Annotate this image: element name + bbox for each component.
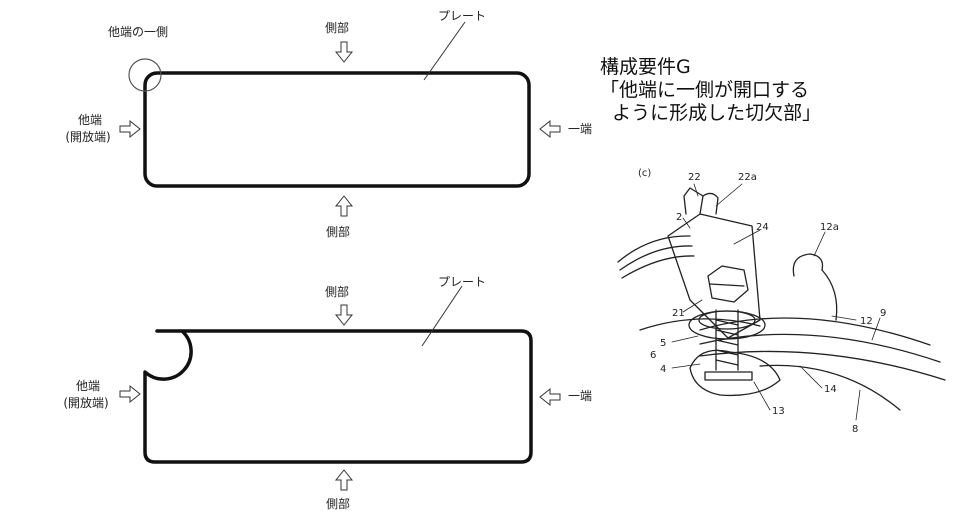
- bottom-plate-outline: [143, 329, 533, 464]
- bottom-side-bottom-label: 側部: [326, 497, 351, 511]
- top-plate-outline: [143, 71, 531, 188]
- bottom-open-end-label: (開放端): [63, 396, 109, 410]
- top-side-top-arrow: [334, 41, 354, 63]
- bottom-one-end-arrow: [539, 387, 561, 407]
- requirement-line-1: 構成要件G: [600, 56, 691, 78]
- top-open-end-label: (開放端): [65, 130, 111, 144]
- bottom-side-bottom-arrow: [334, 469, 354, 491]
- requirement-line-3: ように形成した切欠部」: [600, 102, 822, 124]
- bottom-other-end-label: 他端: [75, 379, 100, 393]
- corner-highlight-circle: [128, 58, 162, 92]
- bottom-side-top-label: 側部: [325, 285, 350, 299]
- bottom-plate-label: プレート: [438, 275, 487, 289]
- top-plate-label: プレート: [438, 9, 487, 23]
- top-one-end-arrow: [539, 119, 561, 139]
- requirement-title: 構成要件G 「他端に一側が開口する ように形成した切欠部」: [600, 56, 821, 125]
- top-other-end-arrow: [119, 119, 141, 139]
- fig-label-12a: 12a: [820, 222, 839, 233]
- bottom-other-end-arrow: [119, 384, 141, 404]
- bottom-one-end-label: 一端: [568, 389, 593, 403]
- top-one-end-label: 一端: [568, 122, 593, 136]
- fig-label-4: 4: [660, 364, 666, 375]
- fig-label-9: 9: [880, 308, 886, 319]
- bottom-plate-leader: [421, 285, 463, 347]
- fig-label-22a: 22a: [738, 172, 757, 183]
- top-other-end-label: 他端: [77, 113, 102, 127]
- top-plate-leader: [423, 21, 466, 81]
- fig-label-6: 6: [650, 350, 656, 361]
- fig-label-14: 14: [824, 384, 837, 395]
- fig-label-24: 24: [756, 222, 769, 233]
- clamp-assembly-figure: [617, 183, 946, 421]
- fig-label-5: 5: [660, 338, 666, 349]
- fig-label-12: 12: [860, 316, 873, 327]
- top-corner-label: 他端の一側: [108, 25, 169, 39]
- top-side-top-label: 側部: [325, 21, 350, 35]
- fig-label-8: 8: [852, 424, 858, 435]
- top-side-bottom-arrow: [334, 195, 354, 217]
- requirement-line-2: 「他端に一側が開口する: [600, 79, 810, 101]
- fig-label-22: 22: [688, 172, 701, 183]
- fig-label-2: 2: [676, 212, 682, 223]
- top-side-bottom-label: 側部: [326, 225, 351, 239]
- fig-label-13: 13: [772, 406, 785, 417]
- figure-caption: (c): [638, 168, 651, 179]
- bottom-side-top-arrow: [334, 304, 354, 326]
- fig-label-21: 21: [672, 308, 685, 319]
